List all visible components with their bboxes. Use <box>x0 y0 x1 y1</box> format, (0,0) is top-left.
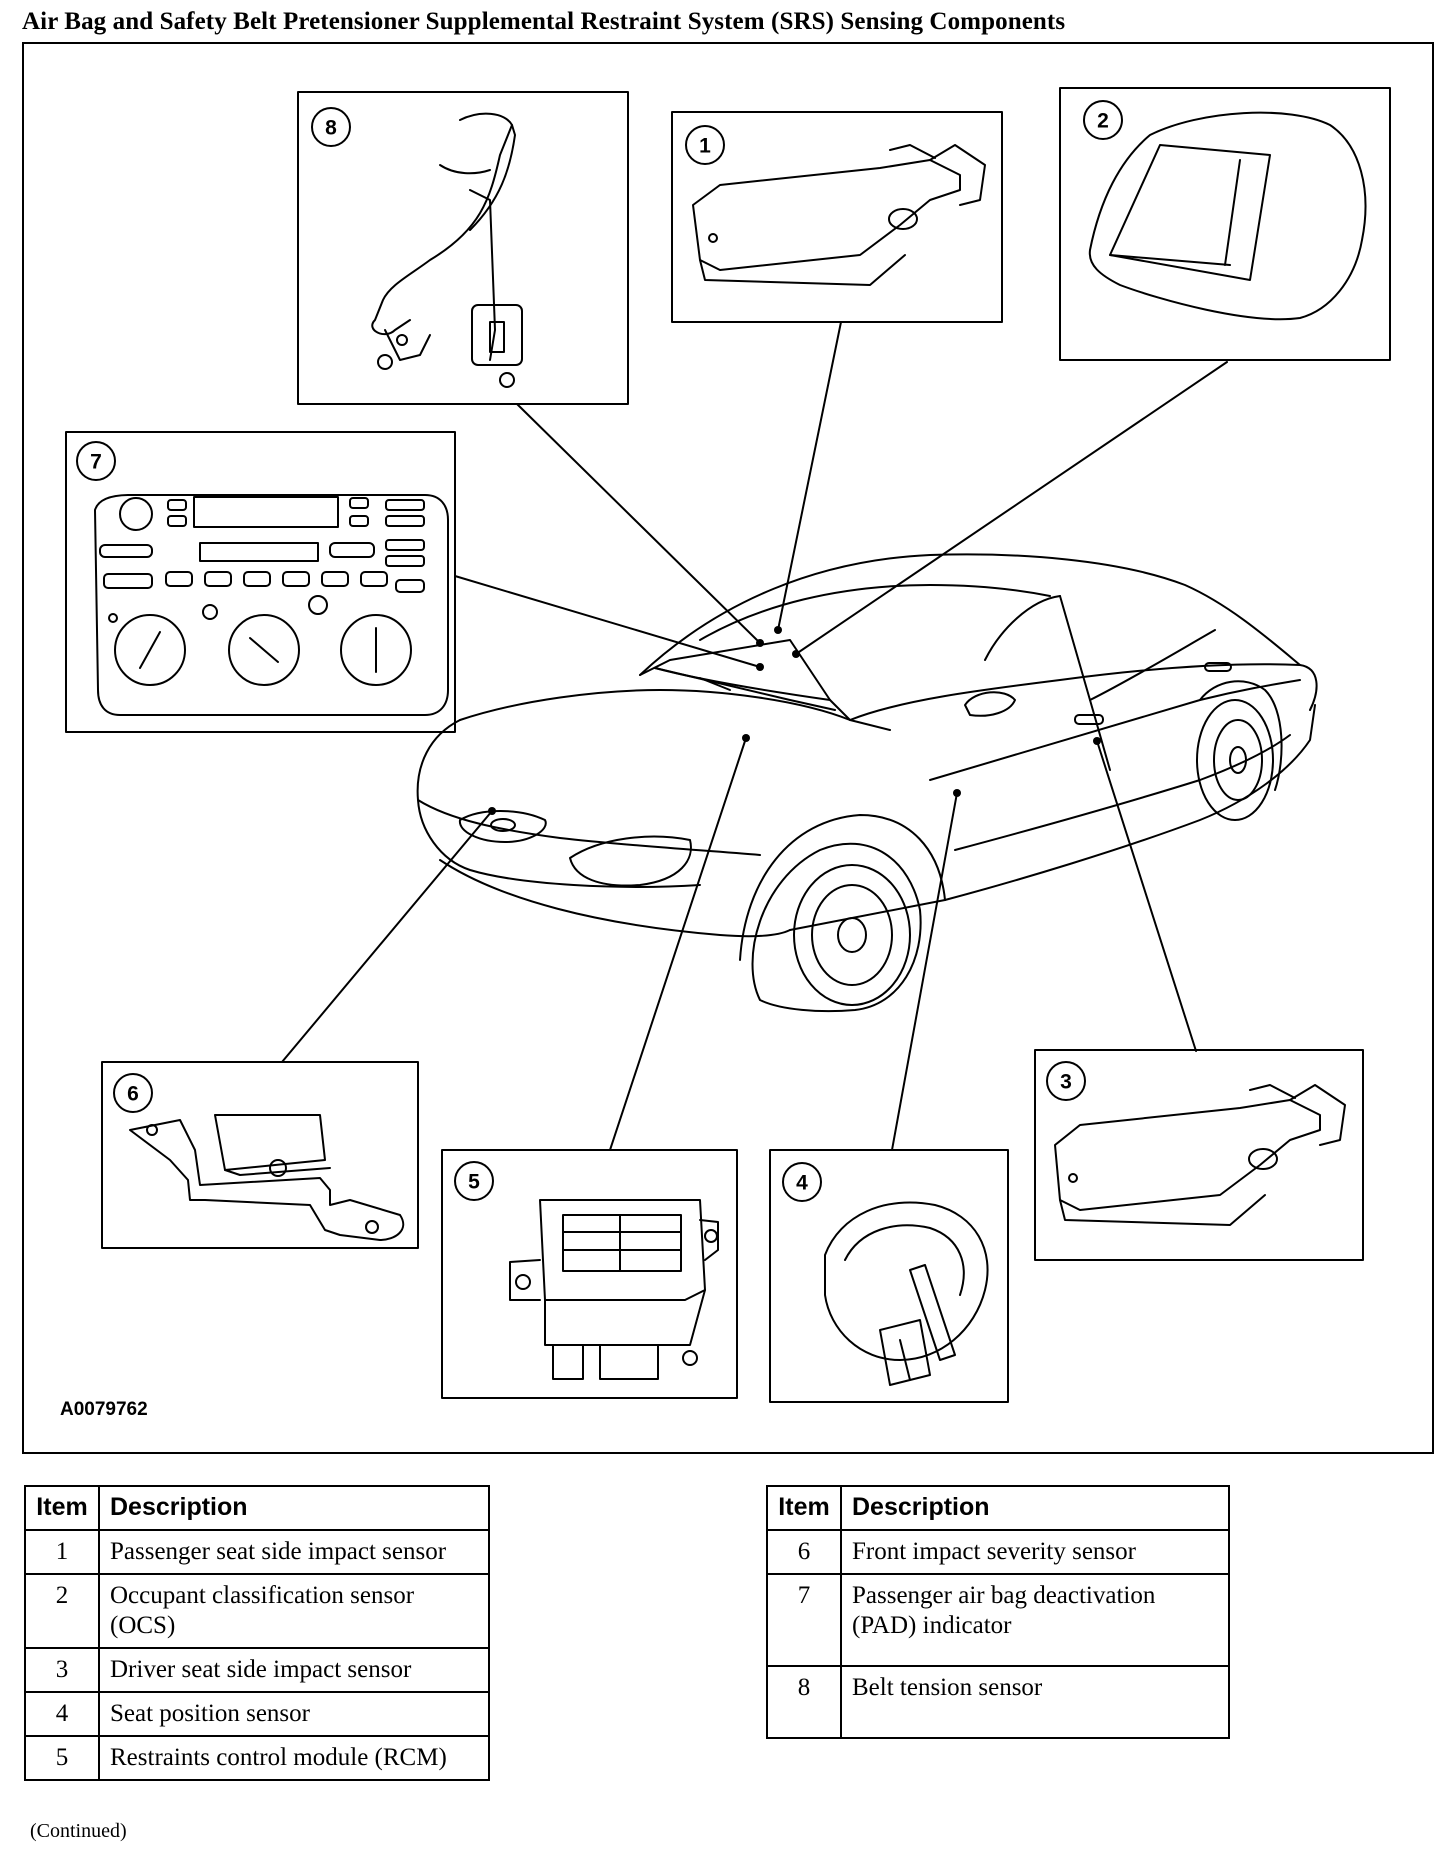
table-row: 5 Restraints control module (RCM) <box>24 1735 490 1781</box>
item-description: Restraints control module (RCM) <box>98 1735 490 1781</box>
item-description: Occupant classification sensor (OCS) <box>98 1573 490 1649</box>
header-description: Description <box>98 1485 490 1531</box>
item-description: Belt tension sensor <box>840 1665 1230 1739</box>
table-row: 1 Passenger seat side impact sensor <box>24 1529 490 1575</box>
callout-box-3 <box>1034 1049 1364 1261</box>
leader-line-5 <box>609 737 747 1151</box>
callout-number-2: 2 <box>1097 110 1109 133</box>
callout-box-4 <box>769 1149 1009 1403</box>
callout-number-5: 5 <box>468 1171 480 1194</box>
leader-line-6 <box>281 810 493 1063</box>
figure-frame <box>22 42 1434 1454</box>
callout-number-7: 7 <box>90 451 102 474</box>
item-table-left: Item Description 1 Passenger seat side i… <box>24 1485 490 1781</box>
item-number: 4 <box>24 1691 100 1737</box>
callout-number-1: 1 <box>699 135 711 158</box>
item-number: 3 <box>24 1647 100 1693</box>
table-row: 3 Driver seat side impact sensor <box>24 1647 490 1693</box>
continued-note: (Continued) <box>30 1820 127 1842</box>
callout-number-8: 8 <box>325 117 337 140</box>
item-description: Driver seat side impact sensor <box>98 1647 490 1693</box>
leader-line-2 <box>795 361 1228 655</box>
item-number: 6 <box>766 1529 842 1575</box>
leader-line-8 <box>516 403 761 644</box>
item-description: Passenger seat side impact sensor <box>98 1529 490 1575</box>
leader-line-7 <box>454 575 761 668</box>
leader-dots <box>488 626 1101 815</box>
callout-number-3: 3 <box>1060 1071 1072 1094</box>
item-description: Seat position sensor <box>98 1691 490 1737</box>
callout-number-6: 6 <box>127 1083 139 1106</box>
callout-box-8 <box>297 91 629 405</box>
item-description: Front impact severity sensor <box>840 1529 1230 1575</box>
vehicle-illustration <box>416 553 1318 1013</box>
item-number: 1 <box>24 1529 100 1575</box>
item-table-right: Item Description 6 Front impact severity… <box>766 1485 1230 1739</box>
item-description: Passenger air bag deactivation (PAD) ind… <box>840 1573 1230 1667</box>
leader-line-1 <box>777 321 842 631</box>
leader-line-3 <box>1096 740 1197 1052</box>
table-row: 4 Seat position sensor <box>24 1691 490 1737</box>
figure-id: A0079762 <box>60 1399 148 1420</box>
item-number: 7 <box>766 1573 842 1667</box>
item-number: 5 <box>24 1735 100 1781</box>
callout-box-7 <box>65 431 456 733</box>
leader-lines <box>281 321 1228 1151</box>
page-title: Air Bag and Safety Belt Pretensioner Sup… <box>22 8 1066 35</box>
callout-number-4: 4 <box>796 1172 808 1195</box>
srs-components-illustration: 8 1 2 7 6 5 4 3 A0079762 <box>60 87 1391 1420</box>
table-row: 8 Belt tension sensor <box>766 1665 1230 1739</box>
callout-box-5 <box>441 1149 738 1399</box>
header-item: Item <box>24 1485 100 1531</box>
callout-box-2 <box>1059 87 1391 361</box>
table-row: 7 Passenger air bag deactivation (PAD) i… <box>766 1573 1230 1667</box>
leader-line-4 <box>891 792 958 1151</box>
header-description: Description <box>840 1485 1230 1531</box>
callout-box-6 <box>101 1061 419 1249</box>
table-row: 6 Front impact severity sensor <box>766 1529 1230 1575</box>
item-number: 8 <box>766 1665 842 1739</box>
header-item: Item <box>766 1485 842 1531</box>
item-number: 2 <box>24 1573 100 1649</box>
table-row: 2 Occupant classification sensor (OCS) <box>24 1573 490 1649</box>
callout-box-1 <box>671 111 1003 323</box>
